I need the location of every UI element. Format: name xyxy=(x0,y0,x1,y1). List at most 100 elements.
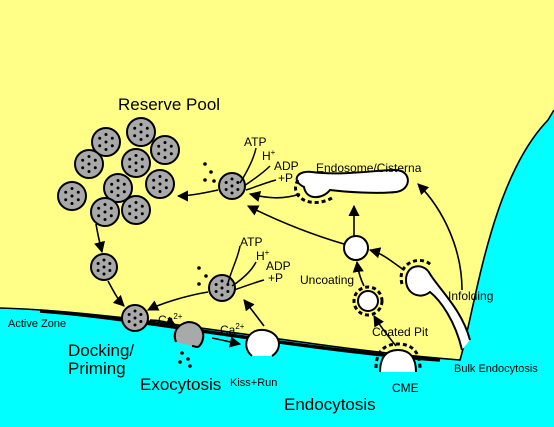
active-zone-label: Active Zone xyxy=(8,318,66,330)
h-label-top: H+ xyxy=(262,148,276,163)
reserve-vesicle-9-transmitter-0 xyxy=(134,208,138,212)
released-transmitter-5 xyxy=(204,274,208,278)
reserve-vesicle-2-transmitter-1 xyxy=(157,144,161,148)
released-transmitter-6 xyxy=(197,282,201,286)
reserve-vesicle-0-transmitter-6 xyxy=(139,138,143,142)
refilled-vesicle-mid xyxy=(208,274,236,302)
reserve-vesicle-0-transmitter-5 xyxy=(139,122,143,126)
atp-curve-5 xyxy=(231,261,257,287)
reserve-vesicle-4-transmitter-5 xyxy=(134,153,138,157)
refilled-vesicle-mid-transmitter-5 xyxy=(220,279,224,283)
mobilized-vesicle-transmitter-2 xyxy=(108,261,112,265)
reserve-vesicle-9-transmitter-4 xyxy=(140,212,144,216)
mobilized-vesicle-transmitter-4 xyxy=(108,269,112,273)
plus-p-label-mid: +P xyxy=(268,271,283,285)
refilled-vesicle-top-transmitter-2 xyxy=(236,180,240,184)
released-transmitter-9 xyxy=(178,360,182,364)
adp-label-top: ADP xyxy=(274,159,299,173)
ca-sup: 2+ xyxy=(173,312,182,321)
released-transmitter-4 xyxy=(197,266,201,270)
reserve-vesicle-1-transmitter-5 xyxy=(104,132,108,136)
atp-curve-3 xyxy=(245,179,277,191)
arrow-mobilized-to-docked xyxy=(107,280,125,307)
reserve-vesicle-6-transmitter-4 xyxy=(164,186,168,190)
atp-label-mid: ATP xyxy=(240,235,262,249)
reserve-vesicle-9-transmitter-2 xyxy=(140,204,144,208)
docked-vesicle-transmitter-2 xyxy=(139,312,143,316)
reserve-vesicle-3-transmitter-0 xyxy=(87,162,91,166)
refilled-vesicle-mid-transmitter-1 xyxy=(214,282,218,286)
reserve-vesicle-6-transmitter-0 xyxy=(158,182,162,186)
arrow-bulk-to-endosome xyxy=(417,183,463,291)
coated-pit-coat xyxy=(374,342,422,369)
h-sup-mid: + xyxy=(265,248,270,257)
released-transmitter-8 xyxy=(186,357,190,361)
reserve-vesicle-9-transmitter-5 xyxy=(134,200,138,204)
released-transmitter-2 xyxy=(203,178,207,182)
reserve-vesicle-0-transmitter-4 xyxy=(145,134,149,138)
reserve-vesicle-5-transmitter-5 xyxy=(116,178,120,182)
docked-vesicle-transmitter-4 xyxy=(139,320,143,324)
reserve-vesicle-8-transmitter-6 xyxy=(103,218,107,222)
reserve-vesicle-6-transmitter-6 xyxy=(158,190,162,194)
released-transmitter-0 xyxy=(203,162,207,166)
arrow-kiss-to-mid xyxy=(243,299,265,327)
reserve-vesicle-9-transmitter-1 xyxy=(128,204,132,208)
reserve-vesicle-9-transmitter-3 xyxy=(128,212,132,216)
reserve-vesicle-0-transmitter-2 xyxy=(145,126,149,130)
mobilized-vesicle-transmitter-0 xyxy=(102,265,106,269)
reserve-vesicle-7 xyxy=(57,181,87,211)
reserve-vesicle-7-transmitter-1 xyxy=(64,190,68,194)
kiss-run-label: Kiss+Run xyxy=(230,377,277,389)
reserve-pool-vesicles xyxy=(57,117,180,227)
reserve-vesicle-4 xyxy=(121,148,151,178)
reserve-vesicle-8-transmitter-2 xyxy=(109,206,113,210)
reserve-vesicle-9 xyxy=(121,195,151,225)
refilled-vesicle-top-transmitter-4 xyxy=(236,188,240,192)
reserve-vesicle-1 xyxy=(91,127,121,157)
reserve-vesicle-7-transmitter-4 xyxy=(76,198,80,202)
reserve-vesicle-9-transmitter-6 xyxy=(134,216,138,220)
reserve-vesicle-2-transmitter-0 xyxy=(163,148,167,152)
mobilized-vesicle-transmitter-1 xyxy=(96,261,100,265)
docked-vesicle-transmitter-6 xyxy=(133,323,137,327)
uncoating-label: Uncoating xyxy=(300,273,354,287)
h-text: H xyxy=(262,149,271,163)
reserve-vesicle-1-transmitter-2 xyxy=(110,136,114,140)
h-label-mid: H+ xyxy=(256,248,270,263)
reserve-vesicle-3-transmitter-1 xyxy=(81,158,85,162)
released-transmitter-1 xyxy=(209,170,213,174)
docked-vesicle xyxy=(121,304,149,332)
reserve-vesicle-0-transmitter-0 xyxy=(139,130,143,134)
reserve-vesicle-4-transmitter-6 xyxy=(134,169,138,173)
reserve-vesicle-1-transmitter-3 xyxy=(98,144,102,148)
arrow-refill-top-to-reserve xyxy=(176,189,219,202)
h-text-mid: H xyxy=(256,249,265,263)
refilled-vesicle-top-transmitter-0 xyxy=(230,184,234,188)
refilled-vesicle-mid-transmitter-2 xyxy=(226,282,230,286)
coated-vesicle-coat xyxy=(352,285,384,317)
ca-label-kiss: Ca2+ xyxy=(220,322,245,337)
atp-curve-1 xyxy=(239,147,257,184)
docked-vesicle-transmitter-5 xyxy=(133,309,137,313)
released-transmitter-10 xyxy=(188,364,192,368)
mobilized-vesicle-transmitter-5 xyxy=(102,258,106,262)
reserve-vesicle-2-transmitter-2 xyxy=(169,144,173,148)
reserve-vesicle-3-transmitter-6 xyxy=(87,170,91,174)
mobilized-vesicle xyxy=(90,253,118,281)
atp-curve-4 xyxy=(227,245,241,284)
refilled-vesicle-top xyxy=(218,172,246,200)
infolding-label: Infolding xyxy=(448,289,493,303)
reserve-vesicle-2-transmitter-6 xyxy=(163,156,167,160)
reserve-vesicle-5-transmitter-0 xyxy=(116,186,120,190)
h-sup: + xyxy=(271,148,276,157)
reserve-pool-label: Reserve Pool xyxy=(118,95,220,114)
reserve-vesicle-5-transmitter-3 xyxy=(110,190,114,194)
adp-label-mid: ADP xyxy=(266,259,291,273)
priming-label: Priming xyxy=(68,359,126,378)
endosome-coat-dashes xyxy=(294,179,333,204)
docking-label: Docking/ xyxy=(68,341,134,360)
reserve-vesicle-2-transmitter-4 xyxy=(169,152,173,156)
reserve-vesicle-7-transmitter-0 xyxy=(70,194,74,198)
